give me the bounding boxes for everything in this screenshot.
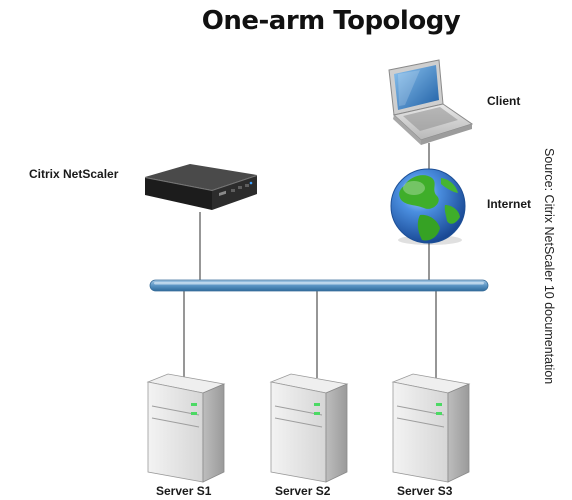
connector-lines <box>183 143 437 378</box>
diagram-title: One-arm Topology <box>201 6 461 36</box>
laptop-icon <box>388 59 474 145</box>
server-s3-label: Server S3 <box>397 484 453 498</box>
network-bus <box>149 279 489 292</box>
globe-icon <box>390 168 466 245</box>
server-s2-label: Server S2 <box>275 484 331 498</box>
netscaler-label: Citrix NetScaler <box>29 167 119 181</box>
server-icon-s1 <box>146 373 226 483</box>
server-s1-label: Server S1 <box>156 484 212 498</box>
internet-label: Internet <box>487 197 532 211</box>
source-note: Source: Citrix NetScaler 10 documentatio… <box>542 148 556 385</box>
client-label: Client <box>487 94 521 108</box>
server-icon-s3 <box>391 373 471 483</box>
server-icon-s2 <box>269 373 349 483</box>
netscaler-appliance-icon <box>145 164 257 210</box>
